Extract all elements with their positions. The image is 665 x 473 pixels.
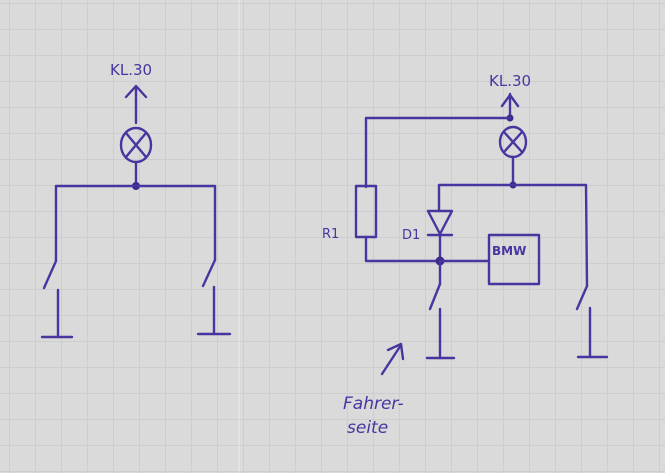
resistor-bottom-wire — [364, 235, 442, 263]
left-switch-1 — [40, 259, 74, 339]
right-supply-label: KL.30 — [489, 72, 531, 90]
bmw-module-label: BMW — [492, 244, 526, 258]
right-circuit: KL.30 R1 D1 BMW — [322, 72, 609, 438]
diode-label: D1 — [402, 228, 420, 243]
annotation-arrow-icon — [380, 342, 405, 376]
left-switch-2 — [196, 258, 232, 336]
passenger-side-switch — [575, 284, 609, 359]
right-bus-wire — [437, 183, 589, 288]
diode-d1-icon — [426, 209, 454, 263]
resistor-r1-icon — [354, 184, 378, 239]
right-supply-arrow-icon — [500, 92, 520, 119]
left-supply-arrow-icon — [124, 84, 148, 125]
resistor-top-wire — [364, 116, 512, 189]
left-lamp-icon — [119, 126, 153, 164]
annotation-line-1: Fahrer- — [343, 394, 404, 414]
resistor-label: R1 — [322, 227, 339, 242]
annotation-line-2: seite — [347, 418, 388, 438]
left-bus-wire — [54, 184, 217, 263]
driver-side-switch — [425, 259, 456, 360]
right-lamp-icon — [498, 125, 528, 159]
paper-fold — [238, 0, 240, 473]
left-supply-label: KL.30 — [110, 61, 152, 79]
bmw-module: BMW — [487, 233, 541, 286]
left-circuit: KL.30 — [40, 61, 232, 339]
